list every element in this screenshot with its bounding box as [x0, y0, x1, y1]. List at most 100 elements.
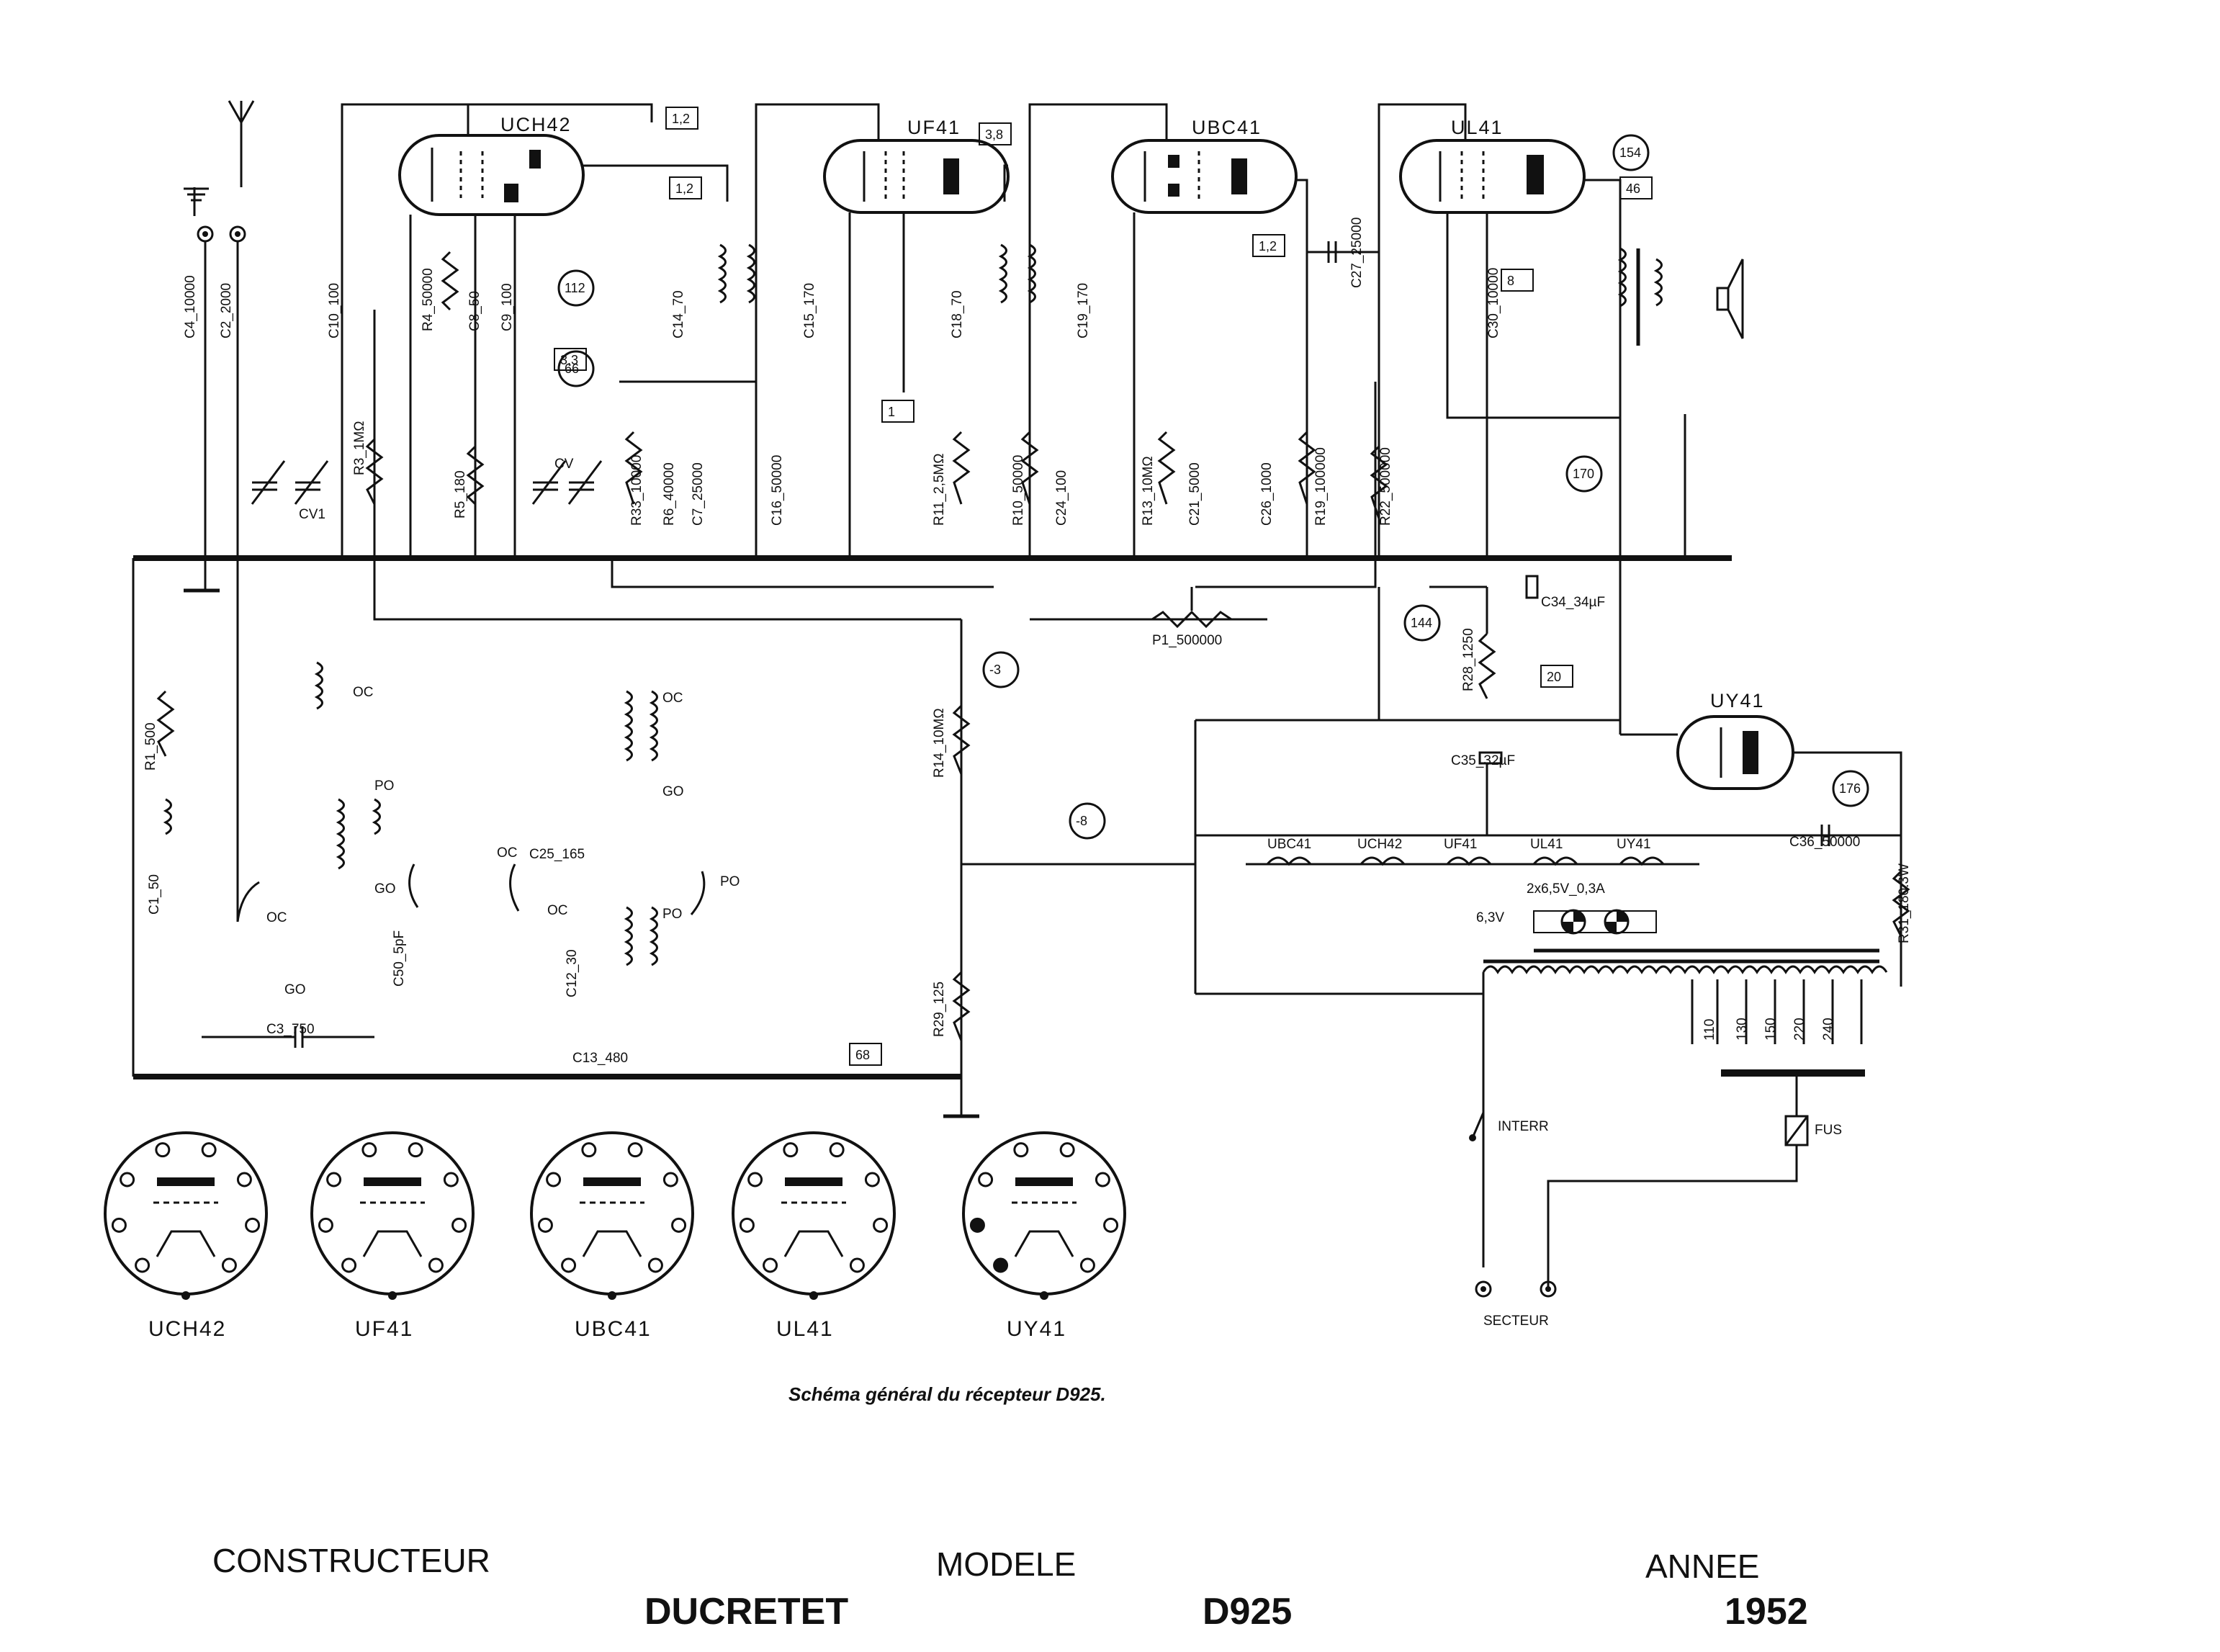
test-point-label: 144 — [1411, 616, 1432, 630]
component-label: C27_25000 — [1349, 217, 1365, 288]
terminal-box — [881, 400, 914, 423]
variable-capacitor-cv1 — [251, 460, 329, 505]
annee-label: ANNEE — [1645, 1548, 1760, 1585]
component-label: C7_25000 — [691, 462, 706, 526]
terminal-box-label: 1,2 — [1259, 239, 1277, 253]
terminal-box-label: 1,2 — [675, 181, 693, 196]
component-label: C1_50 — [147, 874, 162, 915]
test-point-circle — [557, 350, 595, 387]
component-label: C25_165 — [529, 847, 585, 862]
loudspeaker-icon — [1716, 259, 1744, 339]
component-label: C13_480 — [572, 1051, 628, 1066]
transformer-tap-label: 220 — [1792, 1018, 1807, 1041]
resistor-r19 — [1298, 431, 1316, 505]
heater-chain-label: UBC41 — [1267, 837, 1311, 852]
component-label: R29_125 — [932, 982, 947, 1037]
component-label: C16_50000 — [770, 455, 785, 526]
component-label: C21_5000 — [1187, 462, 1203, 526]
terminal-box-label: 20 — [1547, 670, 1561, 684]
capacitor-c34 — [1525, 575, 1539, 599]
component-label: P1_500000 — [1152, 633, 1222, 648]
component-label: R6_40000 — [662, 462, 677, 526]
capacitor-c27 — [1327, 241, 1337, 263]
chassis-ground-right — [943, 1077, 979, 1118]
component-label: C8_50 — [467, 291, 482, 331]
component-label: R13_10MΩ — [1141, 456, 1156, 526]
terminal-box — [665, 107, 698, 130]
coil-if2 — [998, 243, 1036, 304]
switch-label: INTERR — [1498, 1119, 1549, 1134]
component-label: C3_750 — [266, 1022, 315, 1037]
tube-base-uy41: UY41 — [962, 1131, 1126, 1341]
tube-base-label: UCH42 — [148, 1317, 226, 1341]
terminal-box-label: 8 — [1507, 274, 1514, 288]
output-transformer — [1617, 247, 1663, 346]
terminal-box — [669, 176, 702, 199]
coil-label: GO — [374, 881, 396, 897]
terminal-box — [1252, 234, 1285, 257]
resistor-r3 — [365, 438, 384, 505]
mains-label: SECTEUR — [1483, 1314, 1549, 1329]
component-label: C4_10000 — [183, 275, 198, 338]
component-label: R14_10MΩ — [932, 708, 947, 778]
tube-base-label: UF41 — [355, 1317, 413, 1341]
test-point-label: 66 — [565, 362, 579, 376]
tube-uy41: UY41 — [1676, 690, 1794, 790]
coil-label: OC — [547, 903, 568, 918]
component-label: CV1 — [299, 507, 325, 522]
terminal-box-label: 3,8 — [985, 127, 1003, 142]
tube-base-label: UY41 — [1007, 1317, 1066, 1341]
tube-ubc41-label: UBC41 — [1192, 117, 1262, 138]
transformer-tap-label: 110 — [1702, 1019, 1717, 1041]
mains-terminal-2 — [1540, 1280, 1557, 1298]
resistor-r11 — [952, 431, 971, 505]
component-label: C34_34µF — [1541, 595, 1605, 610]
constructeur-label: CONSTRUCTEUR — [212, 1542, 490, 1579]
antenna-coils — [163, 661, 381, 870]
osc-coils — [624, 690, 658, 966]
component-label: C50_5pF — [392, 930, 407, 987]
heater-chain-label: UL41 — [1530, 837, 1563, 852]
resistor-r13 — [1157, 431, 1176, 505]
heater-chain-label: UY41 — [1617, 837, 1651, 852]
constructeur-value: DUCRETET — [644, 1591, 849, 1633]
coil-label: OC — [497, 845, 518, 861]
component-label: R1_500 — [143, 722, 158, 771]
terminal-box-label: 1,2 — [672, 112, 690, 126]
tube-ubc41: UBC41 — [1111, 117, 1298, 214]
chassis-ground-left — [184, 558, 220, 593]
tube-base-pinouts: UCH42 UF41 UBC41 UL41 UY41 — [104, 1131, 1126, 1341]
tube-uy41-label: UY41 — [1710, 690, 1765, 711]
test-point-circle — [1612, 134, 1650, 171]
component-label: R4_50000 — [421, 268, 436, 331]
heater-chain-label: UCH42 — [1357, 837, 1402, 852]
test-point-circle — [557, 269, 595, 307]
tube-base-label: UBC41 — [575, 1317, 652, 1341]
component-label: R19_100000 — [1313, 447, 1329, 526]
coil-label: OC — [662, 691, 683, 706]
test-point-label: -8 — [1076, 814, 1087, 828]
annee-value: 1952 — [1725, 1591, 1808, 1633]
terminal-box-label: 1 — [888, 405, 895, 419]
test-point-circle — [1565, 455, 1603, 493]
component-label: C14_70 — [671, 290, 686, 338]
pilot-lamps-label: 2x6,5V_0,3A — [1527, 881, 1605, 897]
component-label: C26_1000 — [1259, 462, 1275, 526]
mains-terminal-1 — [1475, 1280, 1492, 1298]
component-label: C2_2000 — [219, 283, 234, 338]
tube-base-label: UL41 — [776, 1317, 834, 1341]
terminal-box — [554, 348, 587, 371]
fuse-label: FUS — [1815, 1123, 1842, 1138]
resistor-r22 — [1370, 445, 1388, 519]
component-label: C18_70 — [950, 290, 965, 338]
resistor-r10 — [1020, 431, 1039, 505]
capacitor-c35 — [1478, 751, 1503, 765]
capacitor-c3 — [202, 1026, 374, 1048]
resistor-r28 — [1478, 632, 1496, 699]
component-label: C10_100 — [327, 283, 342, 338]
